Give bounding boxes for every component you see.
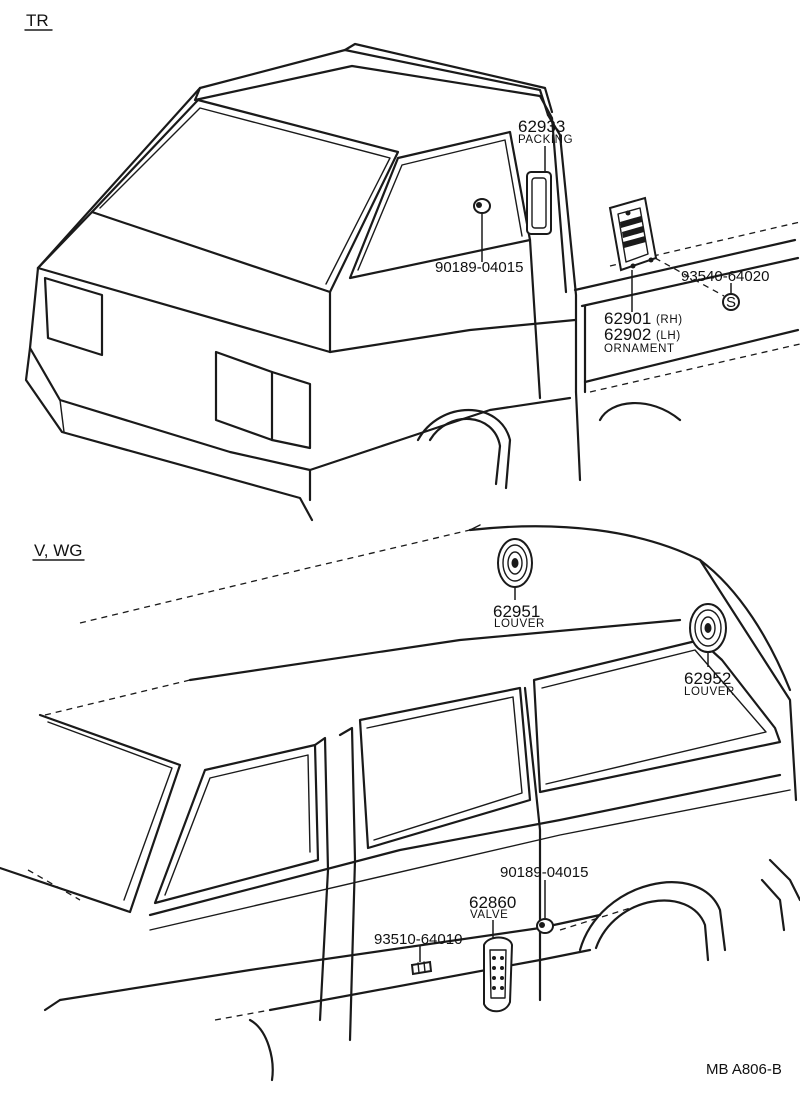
van-screw-number: 93510-64010 <box>374 931 462 948</box>
van-clip-part <box>536 918 554 934</box>
louver-a-number: 62951 <box>493 602 540 621</box>
ornament-part <box>608 196 658 272</box>
diagram-code: MB A806-B <box>706 1061 782 1078</box>
packing-name: PACKING <box>518 134 573 146</box>
louver-b-number: 62952 <box>684 669 731 688</box>
louver-a-name: LOUVER <box>494 618 545 630</box>
ornament-lh-number: 62902 <box>604 325 651 344</box>
valve-name: VALVE <box>470 909 508 921</box>
van-clip-number: 90189-04015 <box>500 864 588 881</box>
valve-number: 62860 <box>469 893 516 912</box>
truck-clip-part <box>473 198 491 214</box>
louver-b-name: LOUVER <box>684 686 735 698</box>
truck-clip-number: 90189-04015 <box>435 259 523 276</box>
packing-number: 62933 <box>518 117 565 136</box>
screw-s-letter: S <box>726 294 736 311</box>
louver-b-part <box>689 603 727 653</box>
section-label-van: V, WG <box>34 541 83 560</box>
ornament-rh-side: (RH) <box>656 314 683 326</box>
louver-a-part <box>497 538 533 588</box>
packing-part <box>526 171 552 235</box>
van-illustration <box>0 524 800 1082</box>
van-screw-part <box>410 960 433 976</box>
ornament-rh-number: 62901 <box>604 309 651 328</box>
truck-screw-number: 93540-64020 <box>681 268 769 285</box>
screw-dashed-leader <box>654 257 725 297</box>
ornament-name: ORNAMENT <box>604 343 675 355</box>
section-label-truck: TR <box>26 11 49 30</box>
valve-part <box>483 936 514 1013</box>
truck-illustration <box>24 42 800 522</box>
ornament-lh-side: (LH) <box>656 330 681 342</box>
